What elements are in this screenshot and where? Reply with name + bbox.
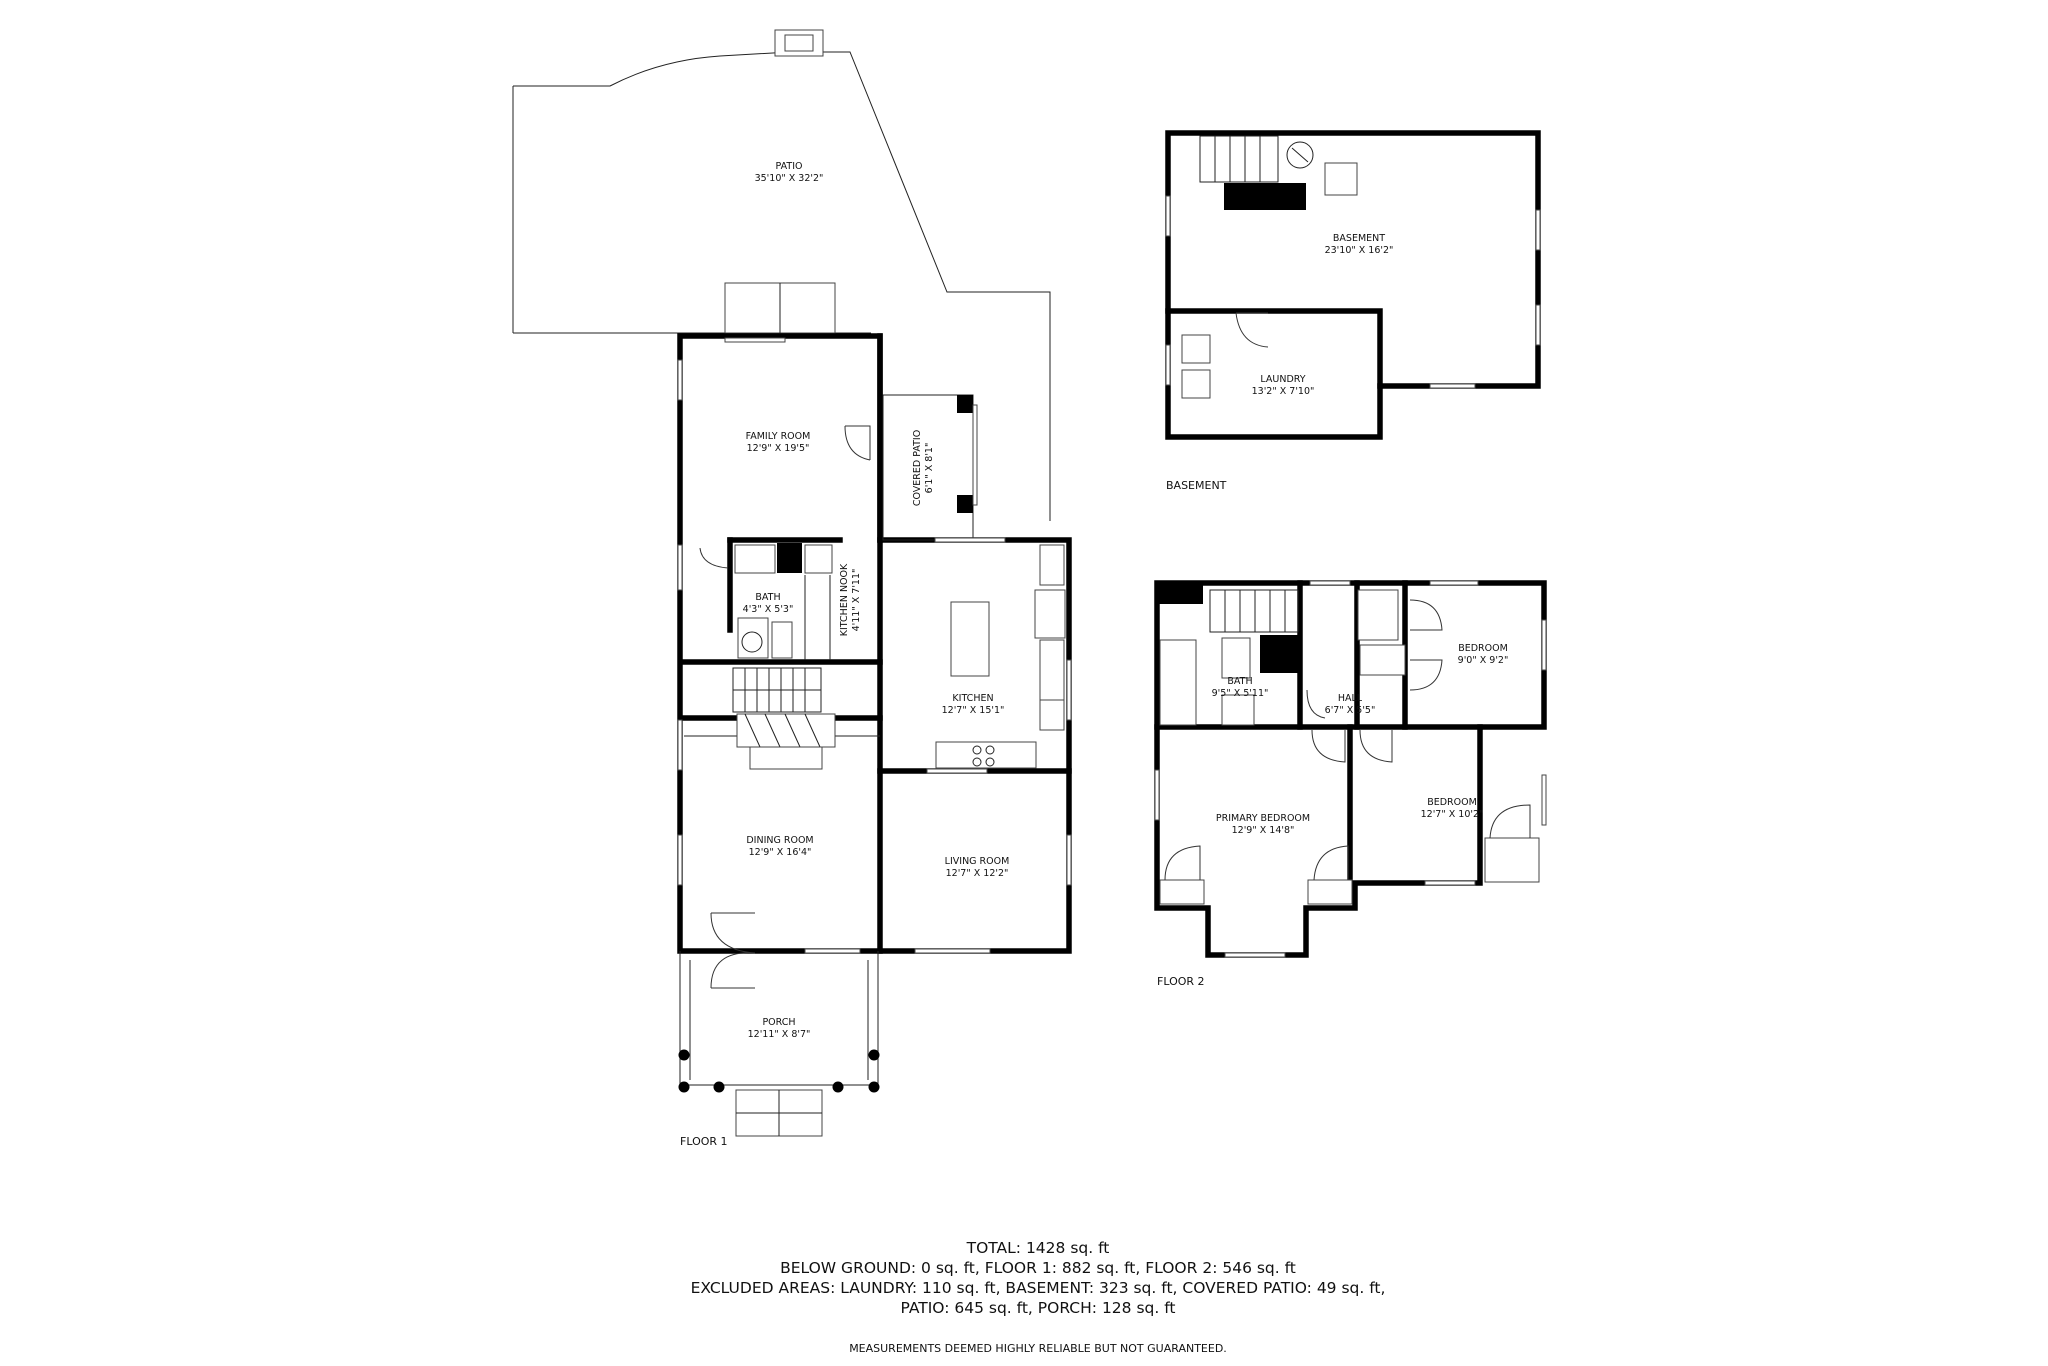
basement-title: BASEMENT bbox=[1166, 479, 1227, 492]
bath1-dim: 4'3" X 5'3" bbox=[743, 604, 794, 615]
patio-label: PATIO bbox=[776, 161, 803, 172]
living-room-dim: 12'7" X 12'2" bbox=[946, 868, 1009, 879]
floor-2-plan bbox=[1154, 580, 1547, 958]
floor-1-title: FLOOR 1 bbox=[680, 1135, 728, 1148]
summary-total: TOTAL: 1428 sq. ft bbox=[966, 1239, 1110, 1257]
summary-below-ground: BELOW GROUND: 0 sq. ft, FLOOR 1: 882 sq.… bbox=[780, 1259, 1296, 1277]
porch-label: PORCH bbox=[762, 1017, 795, 1028]
porch-dim: 12'11" X 8'7" bbox=[748, 1029, 811, 1040]
covered-patio-label: COVERED PATIO bbox=[912, 430, 923, 506]
kitchen-label: KITCHEN bbox=[952, 693, 993, 704]
patio-dim: 35'10" X 32'2" bbox=[755, 173, 824, 184]
hall-dim: 6'7" X 5'5" bbox=[1325, 705, 1376, 716]
basement-plan bbox=[1165, 130, 1541, 440]
floor-2-title: FLOOR 2 bbox=[1157, 975, 1205, 988]
bedroom-b-label: BEDROOM bbox=[1427, 797, 1477, 808]
primary-bedroom-label: PRIMARY BEDROOM bbox=[1216, 813, 1310, 824]
laundry-dim: 13'2" X 7'10" bbox=[1252, 386, 1315, 397]
dining-room-label: DINING ROOM bbox=[746, 835, 813, 846]
dining-room-dim: 12'9" X 16'4" bbox=[749, 847, 812, 858]
basement-room-label: BASEMENT bbox=[1333, 233, 1385, 244]
disclaimer: MEASUREMENTS DEEMED HIGHLY RELIABLE BUT … bbox=[849, 1342, 1227, 1355]
bath2-dim: 9'5" X 5'11" bbox=[1212, 688, 1269, 699]
bedroom-a-label: BEDROOM bbox=[1458, 643, 1508, 654]
bedroom-b-dim: 12'7" X 10'2" bbox=[1421, 809, 1484, 820]
hall-label: HALL bbox=[1338, 693, 1363, 704]
family-room-dim: 12'9" X 19'5" bbox=[747, 443, 810, 454]
summary-excluded-cont: PATIO: 645 sq. ft, PORCH: 128 sq. ft bbox=[901, 1299, 1176, 1317]
summary-excluded: EXCLUDED AREAS: LAUNDRY: 110 sq. ft, BAS… bbox=[691, 1279, 1386, 1297]
family-room-label: FAMILY ROOM bbox=[746, 431, 811, 442]
kitchen-dim: 12'7" X 15'1" bbox=[942, 705, 1005, 716]
living-room-label: LIVING ROOM bbox=[945, 856, 1010, 867]
laundry-label: LAUNDRY bbox=[1260, 374, 1305, 385]
bath1-label: BATH bbox=[755, 592, 780, 603]
kitchen-nook-label: KITCHEN NOOK bbox=[839, 563, 850, 636]
bath2-label: BATH bbox=[1227, 676, 1252, 687]
floor-1-plan bbox=[512, 29, 1072, 1137]
basement-room-dim: 23'10" X 16'2" bbox=[1325, 245, 1394, 256]
bedroom-a-dim: 9'0" X 9'2" bbox=[1458, 655, 1509, 666]
covered-patio-dim: 6'1" X 8'1" bbox=[924, 443, 935, 494]
primary-bedroom-dim: 12'9" X 14'8" bbox=[1232, 825, 1295, 836]
kitchen-nook-dim: 4'11" X 7'11" bbox=[851, 569, 862, 632]
